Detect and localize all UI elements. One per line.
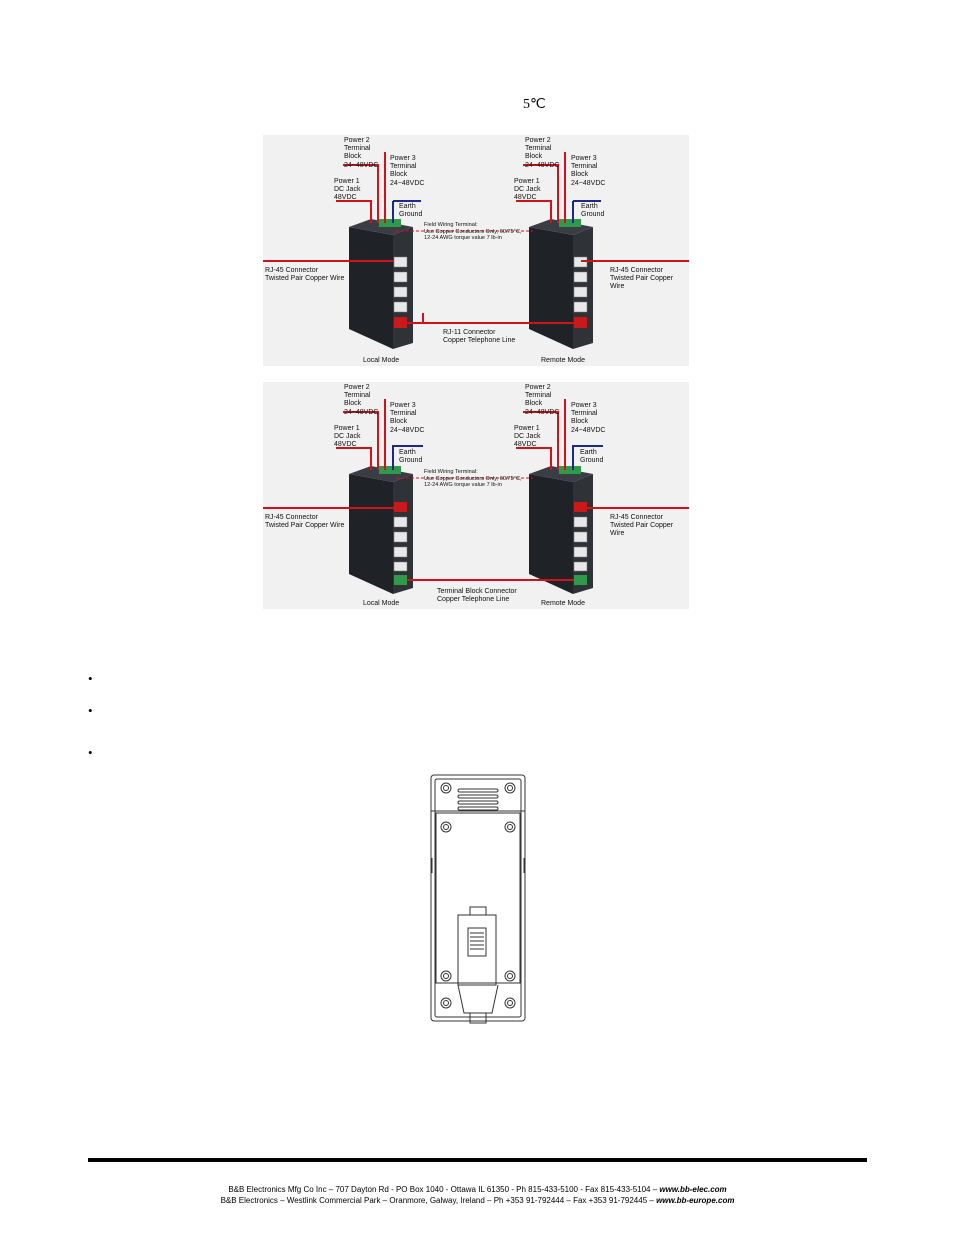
bullet-3: • xyxy=(88,745,93,760)
remote-power1-label-2: Power 1 DC Jack 48VDC xyxy=(514,425,541,449)
remote-switch-device xyxy=(529,219,593,349)
rj45-left-label: RJ-45 Connector Twisted Pair Copper Wire xyxy=(265,267,345,283)
figure-terminal-block-wiring: Power 2 Terminal Block 24~48VDC Power 3 … xyxy=(263,382,689,609)
field-wiring-note-2: Field Wiring Terminal: Use Copper Conduc… xyxy=(424,469,522,489)
power1-label-2: Power 1 DC Jack 48VDC xyxy=(334,425,361,449)
remote-mode-label-2: Remote Mode xyxy=(541,600,585,607)
wiring-diagram-terminal-block xyxy=(263,382,689,609)
remote-power3-label: Power 3 Terminal Block 24~48VDC xyxy=(571,155,606,187)
rj45-right-label: RJ-45 Connector Twisted Pair Copper Wire xyxy=(610,267,674,291)
remote-earth-ground-label-2: Earth Ground xyxy=(580,449,604,465)
power2-label-2: Power 2 Terminal Block 24~48VDC xyxy=(344,384,379,416)
bullet-1: • xyxy=(88,671,93,686)
footer-line-2: B&B Electronics – Westlink Commercial Pa… xyxy=(88,1196,867,1206)
remote-power1-label: Power 1 DC Jack 48VDC xyxy=(514,178,541,202)
local-switch-device xyxy=(349,219,413,349)
remote-power2-label-2: Power 2 Terminal Block 24~48VDC xyxy=(525,384,560,416)
din-rail-rear-view xyxy=(428,773,528,1025)
temperature-fragment: 5℃ xyxy=(523,97,546,112)
terminal-block-connector-label: Terminal Block Connector Copper Telephon… xyxy=(437,588,517,604)
power3-label-2: Power 3 Terminal Block 24~48VDC xyxy=(390,402,425,434)
rj11-connector-label: RJ-11 Connector Copper Telephone Line xyxy=(443,329,516,345)
rj45-right-label-2: RJ-45 Connector Twisted Pair Copper Wire xyxy=(610,514,674,538)
remote-power3-label-2: Power 3 Terminal Block 24~48VDC xyxy=(571,402,606,434)
footer-rule xyxy=(88,1158,867,1162)
footer-line-1-text: B&B Electronics Mfg Co Inc – 707 Dayton … xyxy=(228,1185,660,1194)
remote-power2-label: Power 2 Terminal Block 24~48VDC xyxy=(525,137,560,169)
din-rail-drawing xyxy=(430,774,526,1024)
remote-earth-ground-label: Earth Ground xyxy=(581,203,605,219)
local-switch-device-2 xyxy=(349,466,413,594)
power2-label: Power 2 Terminal Block 24~48VDC xyxy=(344,137,379,169)
local-mode-label: Local Mode xyxy=(363,357,400,364)
power1-label: Power 1 DC Jack 48VDC xyxy=(334,178,361,202)
local-mode-label-2: Local Mode xyxy=(363,600,400,607)
field-wiring-note: Field Wiring Terminal: Use Copper Conduc… xyxy=(424,222,522,242)
figure-rj11-wiring: Power 2 Terminal Block 24~48VDC Power 3 … xyxy=(263,135,689,366)
power3-label: Power 3 Terminal Block 24~48VDC xyxy=(390,155,425,187)
rj45-left-label-2: RJ-45 Connector Twisted Pair Copper Wire xyxy=(265,514,345,530)
footer-europe-website-link[interactable]: www.bb-europe.com xyxy=(656,1196,735,1205)
footer-line-2-text: B&B Electronics – Westlink Commercial Pa… xyxy=(220,1196,657,1205)
remote-switch-device-2 xyxy=(529,466,593,594)
wiring-diagram-rj11 xyxy=(263,135,689,366)
earth-ground-label: Earth Ground xyxy=(399,203,423,219)
footer-us-website-link[interactable]: www.bb-elec.com xyxy=(659,1185,727,1194)
remote-mode-label: Remote Mode xyxy=(541,357,585,364)
footer-line-1: B&B Electronics Mfg Co Inc – 707 Dayton … xyxy=(88,1185,867,1195)
bullet-2: • xyxy=(88,703,93,718)
earth-ground-label-2: Earth Ground xyxy=(399,449,423,465)
